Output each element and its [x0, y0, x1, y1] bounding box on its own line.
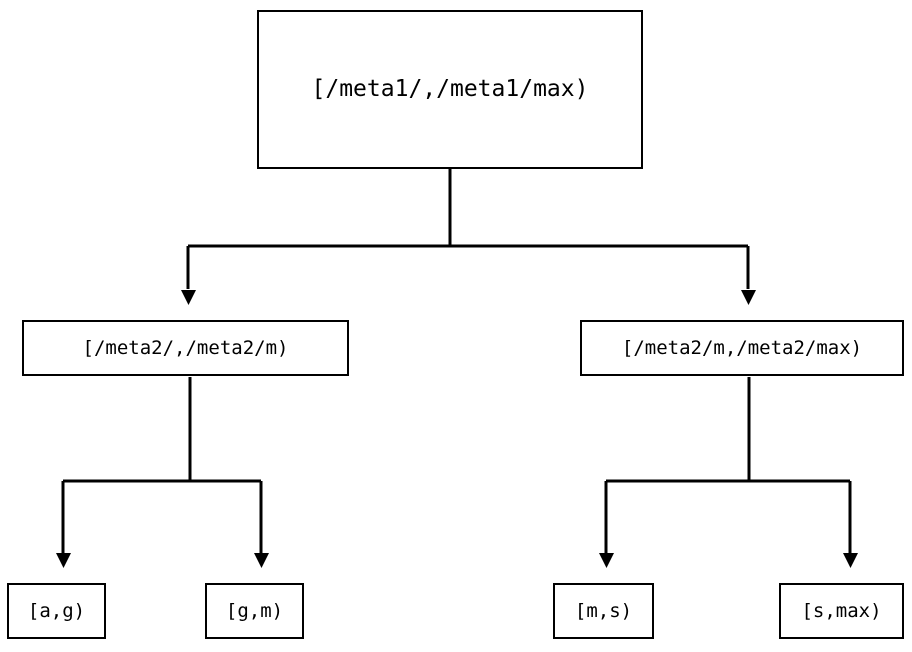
- node-leaf-s-max[interactable]: [s,max): [779, 583, 904, 639]
- node-leaf-g-m-label: [g,m): [225, 599, 284, 622]
- node-leaf-s-max-label: [s,max): [801, 599, 882, 622]
- node-leaf-a-g-label: [a,g): [27, 599, 86, 622]
- arrowhead-to-mid-right: [741, 290, 756, 305]
- node-leaf-m-s[interactable]: [m,s): [553, 583, 654, 639]
- node-mid-left[interactable]: [/meta2/,/meta2/m): [22, 320, 349, 376]
- node-root-label: [/meta1/,/meta1/max): [311, 76, 589, 102]
- arrowhead-to-leaf-gm: [254, 553, 269, 568]
- arrowhead-to-mid-left: [181, 290, 196, 305]
- node-mid-right-label: [/meta2/m,/meta2/max): [621, 336, 863, 359]
- node-root[interactable]: [/meta1/,/meta1/max): [257, 10, 643, 169]
- node-mid-left-label: [/meta2/,/meta2/m): [82, 336, 289, 359]
- node-leaf-a-g[interactable]: [a,g): [7, 583, 106, 639]
- arrowhead-to-leaf-ag: [56, 553, 71, 568]
- arrowhead-to-leaf-ms: [599, 553, 614, 568]
- arrowhead-to-leaf-smax: [843, 553, 858, 568]
- node-mid-right[interactable]: [/meta2/m,/meta2/max): [580, 320, 904, 376]
- node-leaf-m-s-label: [m,s): [574, 599, 633, 622]
- node-leaf-g-m[interactable]: [g,m): [205, 583, 304, 639]
